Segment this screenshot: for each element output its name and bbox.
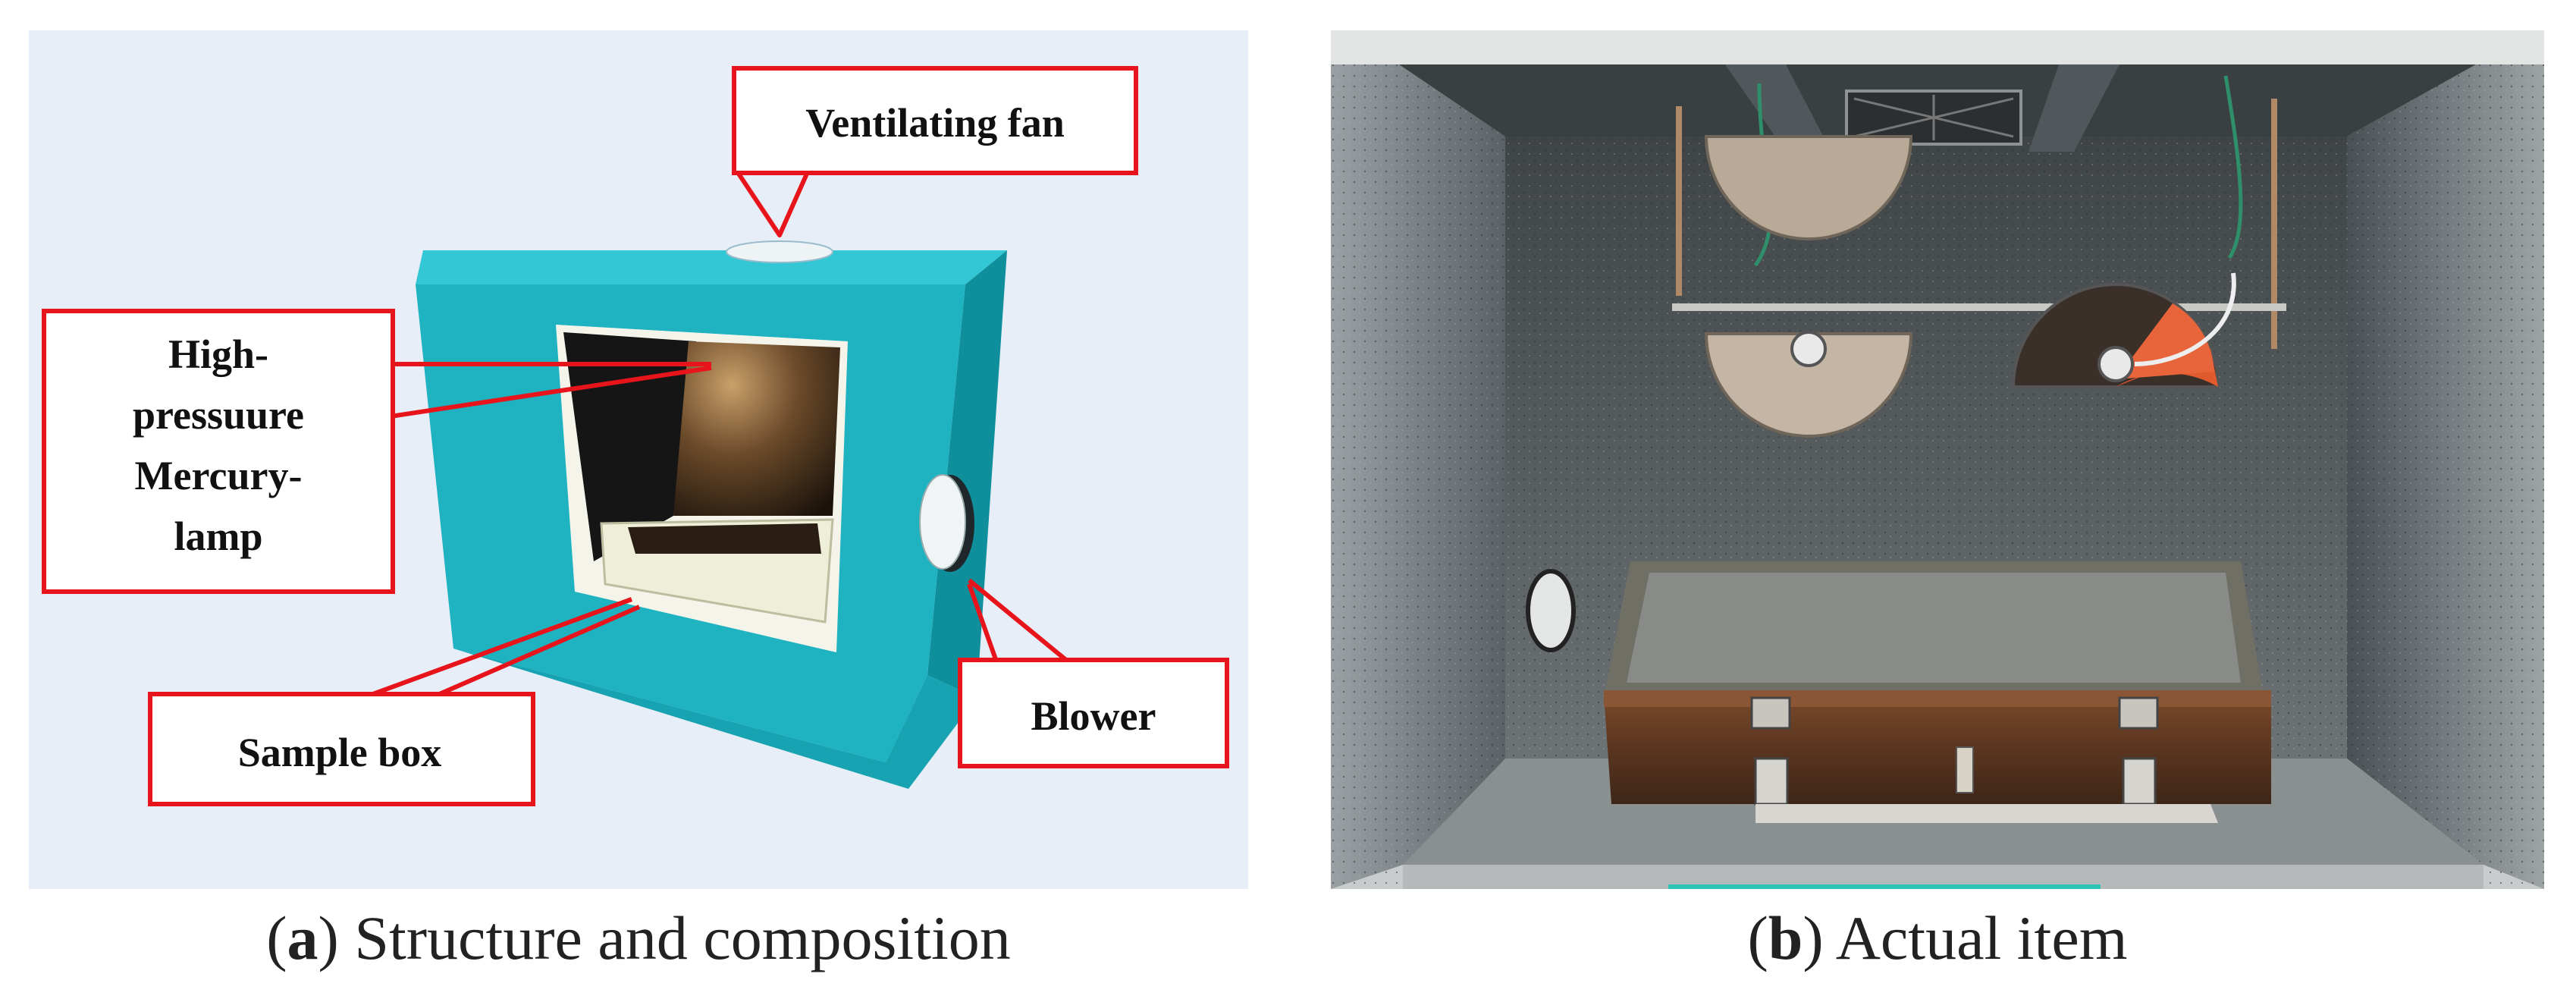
label-ventilating-fan: Ventilating fan — [805, 100, 1065, 146]
structure-diagram-panel: Ventilating fan High- pressuure Mercury-… — [29, 30, 1248, 889]
sample-tray-inner — [628, 523, 821, 554]
mercury-lamp-right — [2011, 272, 2236, 388]
callout-mercury-lamp: High- pressuure Mercury- lamp — [42, 309, 712, 594]
ventilating-fan-icon — [726, 240, 833, 263]
actual-item-photo — [1331, 30, 2544, 889]
label-blower: Blower — [1031, 693, 1156, 739]
label-lamp-line1: High- — [168, 331, 268, 377]
callout-blower: Blower — [958, 578, 1229, 768]
structure-diagram: Ventilating fan High- pressuure Mercury-… — [42, 66, 1229, 806]
callout-sample-box: Sample box — [148, 597, 641, 806]
chamber-photo — [1331, 30, 2544, 889]
caption-b-letter: b — [1768, 903, 1803, 972]
box-side-face — [927, 250, 1007, 698]
label-lamp-line3: Mercury- — [135, 453, 303, 498]
mercury-lamp-left — [1704, 135, 1913, 438]
chamber-interior-left — [563, 332, 696, 561]
caption-a: (a) Structure and composition — [266, 903, 1011, 972]
box-bottom-edge — [453, 649, 977, 789]
caption-a-letter: a — [287, 903, 318, 972]
label-sample-box: Sample box — [238, 730, 442, 775]
label-lamp-line4: lamp — [174, 514, 262, 559]
blower-icon — [919, 474, 974, 572]
callout-ventilating-fan: Ventilating fan — [732, 66, 1138, 237]
box-top-face — [416, 250, 1007, 284]
sample-box — [1604, 561, 2271, 806]
blower-icon — [1526, 569, 1576, 652]
caption-b: (b) Actual item — [1747, 903, 2128, 972]
caption-b-text: Actual item — [1835, 903, 2128, 972]
caption-a-text: Structure and composition — [354, 903, 1011, 972]
chamber-interior-back — [673, 341, 840, 516]
label-lamp-line2: pressuure — [133, 392, 304, 438]
